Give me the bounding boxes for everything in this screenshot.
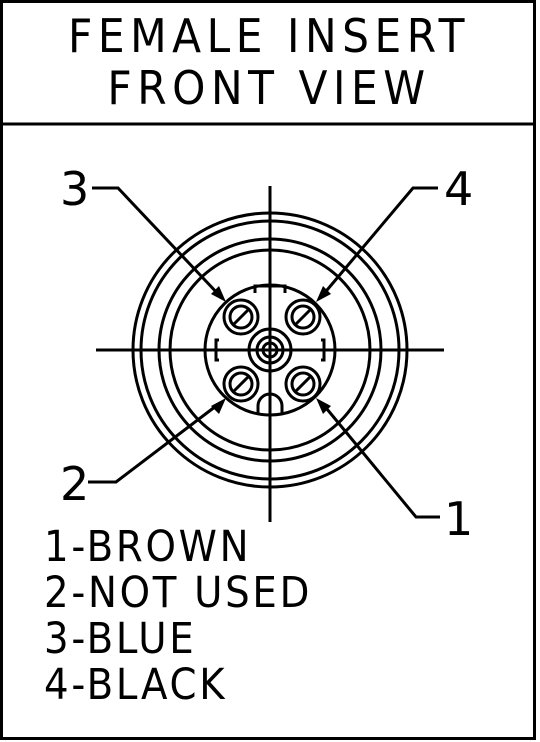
pin-3-label: 3 bbox=[60, 162, 89, 216]
title-line-1: FEMALE INSERT bbox=[67, 9, 470, 63]
center-pin-inner bbox=[261, 341, 279, 359]
pin-2-socket bbox=[222, 365, 260, 403]
insert-side-key-right bbox=[321, 338, 326, 362]
pin-3-arrowhead bbox=[211, 286, 226, 302]
connector-ring-2 bbox=[139, 219, 401, 481]
pin-4-label: 4 bbox=[444, 162, 473, 216]
pin-1-label: 1 bbox=[444, 492, 473, 546]
center-pin-outer bbox=[247, 327, 293, 373]
insert-bottom-notch bbox=[256, 392, 284, 414]
pin-4-leader bbox=[320, 186, 438, 297]
legend-item-4: 4-BLACK bbox=[44, 660, 228, 710]
pin-1-leader bbox=[320, 402, 440, 519]
legend-item-1: 1-BROWN bbox=[44, 522, 252, 572]
pin-2-leader bbox=[88, 401, 221, 484]
connector-outer-ring bbox=[131, 211, 409, 489]
center-pin-mid bbox=[255, 335, 285, 365]
insert-side-key-left bbox=[214, 338, 219, 362]
connector-front-view bbox=[88, 186, 444, 522]
pin-2-label: 2 bbox=[60, 457, 89, 511]
pin-2-arrowhead bbox=[211, 398, 226, 414]
title-block: FEMALE INSERT FRONT VIEW bbox=[2, 2, 536, 122]
legend-item-2: 2-NOT USED bbox=[44, 568, 313, 618]
pin-4-socket bbox=[284, 298, 322, 336]
pin-4-arrowhead bbox=[316, 286, 331, 302]
wire-color-legend: 1-BROWN 2-NOT USED 3-BLUE 4-BLACK bbox=[44, 524, 524, 708]
pin-3-leader bbox=[92, 186, 222, 298]
pin-1-arrowhead bbox=[316, 398, 331, 414]
insert-key-tab bbox=[253, 284, 287, 293]
pin-1-socket bbox=[284, 365, 322, 403]
title-line-2: FRONT VIEW bbox=[107, 61, 431, 115]
pin-3-socket bbox=[222, 298, 260, 336]
legend-item-3: 3-BLUE bbox=[44, 614, 197, 664]
leader-arrowheads bbox=[211, 286, 331, 414]
connector-ring-4 bbox=[168, 248, 372, 452]
connector-ring-3 bbox=[157, 237, 383, 463]
